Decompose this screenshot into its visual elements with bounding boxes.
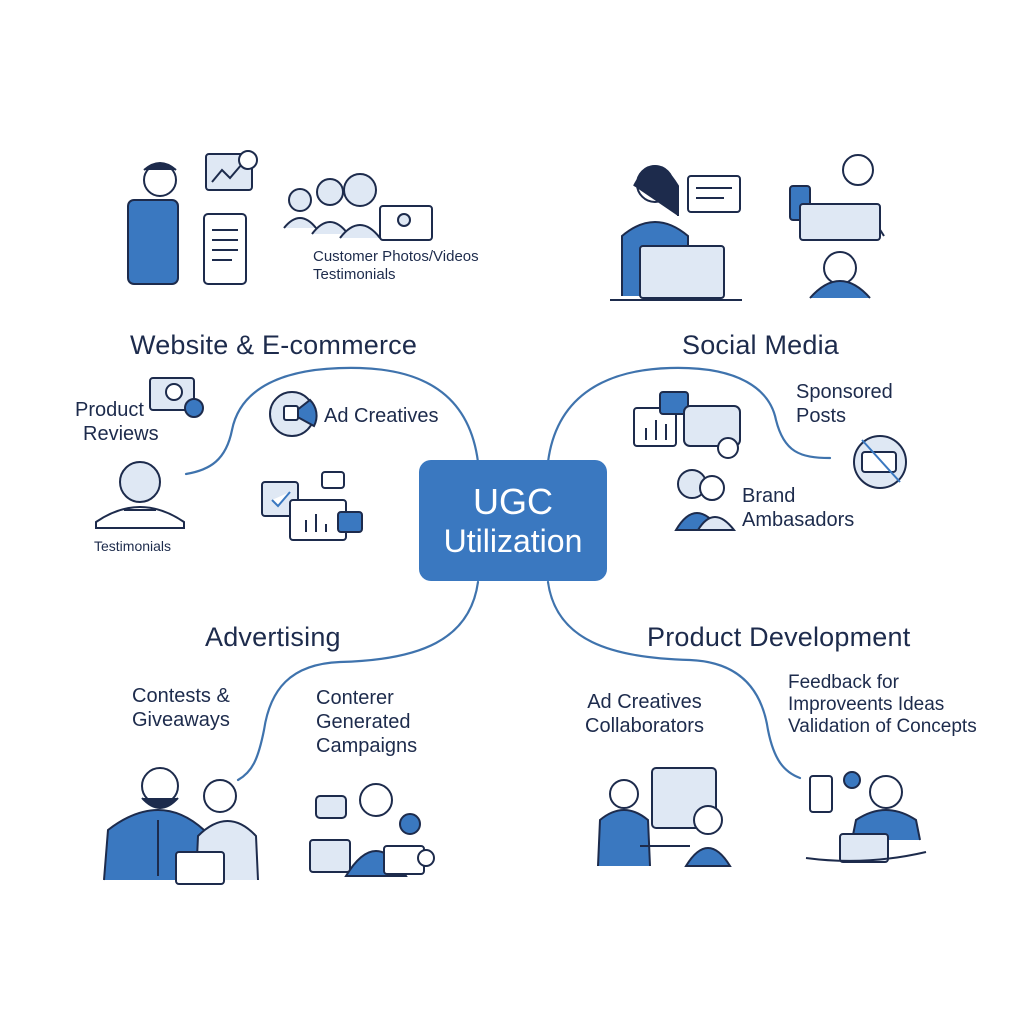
testimonial-person-icon bbox=[95, 461, 185, 529]
label-product-reviews: Product Reviews bbox=[75, 399, 159, 445]
ad-creatives-icon bbox=[269, 391, 318, 437]
center-node: UGC Utilization bbox=[419, 460, 607, 581]
gear-monitor-icon bbox=[149, 377, 204, 418]
people-group-icon bbox=[283, 173, 433, 241]
influencer-icon bbox=[789, 154, 885, 299]
label-ad-creatives: Ad Creatives bbox=[324, 405, 439, 427]
label-sponsored-posts: Sponsored Posts bbox=[796, 381, 893, 427]
feedback-icon bbox=[805, 771, 927, 863]
center-title-line2: Utilization bbox=[443, 522, 583, 559]
label-feedback: Feedback for Improveents Ideas Validatio… bbox=[788, 672, 977, 737]
connector-advertising bbox=[236, 580, 480, 782]
center-title-line1: UGC bbox=[473, 480, 553, 522]
label-ad-collaborators: Ad Creatives Collaborators bbox=[585, 691, 704, 737]
man-with-tablet-icon bbox=[127, 150, 258, 285]
heading-website: Website & E-commerce bbox=[130, 330, 418, 360]
heading-social: Social Media bbox=[682, 330, 839, 360]
label-brand-ambassadors: Brand Ambasadors bbox=[742, 485, 855, 531]
label-generated-campaigns: Conterer Generated Campaigns bbox=[316, 687, 418, 757]
heading-product: Product Development bbox=[647, 622, 911, 652]
collaborators-icon bbox=[597, 767, 732, 867]
brand-ambassadors-icon bbox=[674, 469, 737, 531]
label-testimonials: Testimonials bbox=[94, 538, 172, 554]
label-customer-photos: Customer Photos/Videos Testimonials bbox=[313, 248, 479, 283]
social-analytics-icon bbox=[633, 391, 741, 459]
woman-with-laptop-icon bbox=[610, 165, 742, 301]
label-contests: Contests & Giveaways bbox=[132, 685, 230, 731]
connector-social bbox=[546, 366, 832, 464]
campaign-creator-icon bbox=[309, 783, 435, 877]
business-people-icon bbox=[103, 767, 259, 885]
analytics-devices-icon bbox=[261, 471, 363, 541]
sponsored-badge-icon bbox=[853, 435, 907, 489]
connector-website bbox=[184, 366, 480, 476]
connector-product bbox=[546, 580, 802, 780]
heading-advertising: Advertising bbox=[205, 622, 341, 652]
